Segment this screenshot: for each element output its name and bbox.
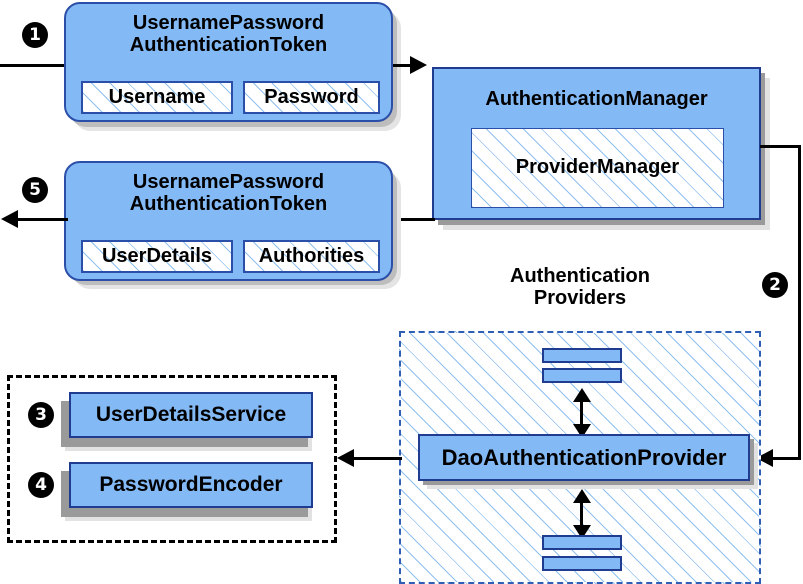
response-token-userdetails-field: UserDetails <box>81 240 233 273</box>
request-token-username-field: Username <box>81 81 233 114</box>
manager-to-response-token-line <box>393 218 435 221</box>
provider-link-top-line <box>580 394 583 430</box>
response-outgoing-arrowhead <box>1 210 18 228</box>
response-token-authorities-field: Authorities <box>243 240 380 273</box>
authentication-providers-label: Authentication Providers <box>510 265 650 310</box>
authentication-manager-title: AuthenticationManager <box>485 88 708 110</box>
dao-authentication-provider-box[interactable]: DaoAuthenticationProvider <box>418 434 750 481</box>
provider-manager-box[interactable]: ProviderManager <box>471 128 724 208</box>
provider-placeholder-bar-bottom-1 <box>542 535 622 550</box>
step-3-bullet: 3 <box>28 402 54 428</box>
provider-placeholder-bar-bottom-2 <box>542 556 622 571</box>
step-4-bullet: 4 <box>28 472 54 498</box>
response-token-box[interactable]: UsernamePassword AuthenticationToken Use… <box>64 161 393 281</box>
response-token-outgoing-line <box>18 218 68 221</box>
token-to-manager-line <box>393 64 417 67</box>
step-5-bullet: 5 <box>22 177 48 203</box>
user-details-service-box[interactable]: UserDetailsService <box>69 392 313 438</box>
manager-to-provider-vertical-line <box>798 145 801 459</box>
manager-to-provider-top-line <box>760 145 801 148</box>
provider-link-top-arrow-up <box>573 388 591 402</box>
provider-to-collaborators-arrowhead <box>337 449 354 467</box>
provider-placeholder-bar-top-1 <box>542 348 622 363</box>
provider-link-bottom-line <box>580 495 583 531</box>
request-token-password-field: Password <box>243 81 380 114</box>
authentication-manager-box[interactable]: AuthenticationManager ProviderManager <box>432 67 761 220</box>
request-token-box[interactable]: UsernamePassword AuthenticationToken Use… <box>64 2 393 122</box>
provider-link-bottom-arrow-up <box>573 489 591 503</box>
step-1-bullet: 1 <box>22 22 48 48</box>
provider-placeholder-bar-top-2 <box>542 368 622 383</box>
password-encoder-box[interactable]: PasswordEncoder <box>69 462 313 508</box>
request-token-title: UsernamePassword AuthenticationToken <box>129 12 328 57</box>
collaborators-region <box>7 375 337 543</box>
manager-to-provider-bottom-line <box>771 457 801 460</box>
token-to-manager-arrowhead <box>410 56 427 74</box>
provider-to-collaborators-line <box>352 457 402 460</box>
response-token-title: UsernamePassword AuthenticationToken <box>129 171 328 216</box>
incoming-request-line <box>0 64 70 67</box>
step-2-bullet: 2 <box>762 272 788 298</box>
